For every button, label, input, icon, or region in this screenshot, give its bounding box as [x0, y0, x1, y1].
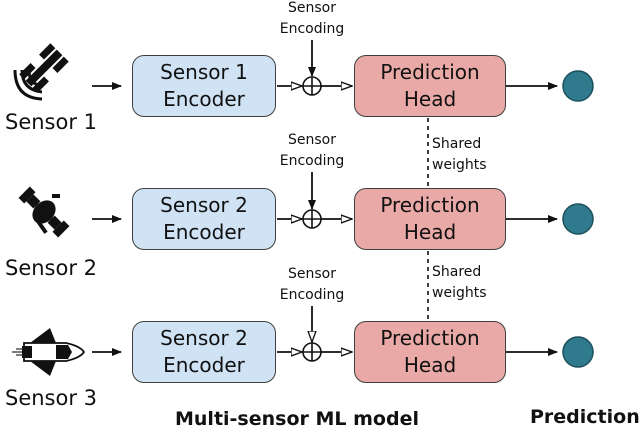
sensor-encoding-2-line2: Encoding [279, 153, 345, 169]
sensor-encoding-2-line1: Sensor [288, 132, 336, 148]
output-node-1 [562, 70, 594, 102]
prediction-head-box-2: Prediction Head [354, 188, 506, 250]
output-node-3 [562, 336, 594, 368]
encoder-3-line2: Encoder [163, 353, 245, 377]
head-3-line2: Head [403, 353, 457, 377]
shared-weights-2-line2: weights [432, 285, 487, 301]
sensor-encoding-3-line2: Encoding [279, 287, 345, 303]
shared-weights-1-line2: weights [432, 157, 487, 173]
head-3-line1: Prediction [380, 326, 480, 350]
encoder-1-line2: Encoder [163, 87, 245, 111]
predictions-caption: Prediction [530, 406, 640, 428]
head-1-line1: Prediction [380, 60, 480, 84]
sensor-label-2: Sensor 2 [5, 256, 98, 280]
satellite-icon [18, 186, 70, 238]
shared-weights-2-line1: Shared [432, 264, 482, 280]
shared-weights-label-1: Shared weights [432, 134, 487, 176]
encoder-box-2: Sensor 2 Encoder [132, 188, 276, 250]
shared-weights-label-2: Shared weights [432, 262, 487, 304]
sensor-label-3: Sensor 3 [5, 386, 98, 410]
prediction-head-box-1: Prediction Head [354, 55, 506, 117]
encoder-3-line1: Sensor 2 [160, 326, 248, 350]
output-node-2 [562, 203, 594, 235]
encoder-1-line1: Sensor 1 [160, 60, 248, 84]
encoder-2-line1: Sensor 2 [160, 193, 248, 217]
sum-node-1 [302, 76, 322, 96]
sensor-encoding-1-line1: Sensor [288, 0, 336, 16]
sensor-encoding-label-1: Sensor Encoding [262, 0, 362, 40]
space-shuttle-icon [12, 328, 86, 376]
encoder-box-3: Sensor 2 Encoder [132, 321, 276, 383]
head-2-line2: Head [403, 220, 457, 244]
sensor-encoding-3-line1: Sensor [288, 266, 336, 282]
shared-weights-1-line1: Shared [432, 136, 482, 152]
head-1-line2: Head [403, 87, 457, 111]
sensor-encoding-1-line2: Encoding [279, 21, 345, 37]
sensor-encoding-label-3: Sensor Encoding [262, 264, 362, 306]
sum-node-2 [302, 209, 322, 229]
satellite-dish-icon [13, 43, 69, 101]
encoder-box-1: Sensor 1 Encoder [132, 55, 276, 117]
model-caption: Multi-sensor ML model [175, 408, 419, 430]
sum-node-3 [302, 342, 322, 362]
encoder-2-line2: Encoder [163, 220, 245, 244]
sensor-encoding-label-2: Sensor Encoding [262, 130, 362, 172]
sensor-label-1: Sensor 1 [5, 110, 98, 134]
prediction-head-box-3: Prediction Head [354, 321, 506, 383]
head-2-line1: Prediction [380, 193, 480, 217]
